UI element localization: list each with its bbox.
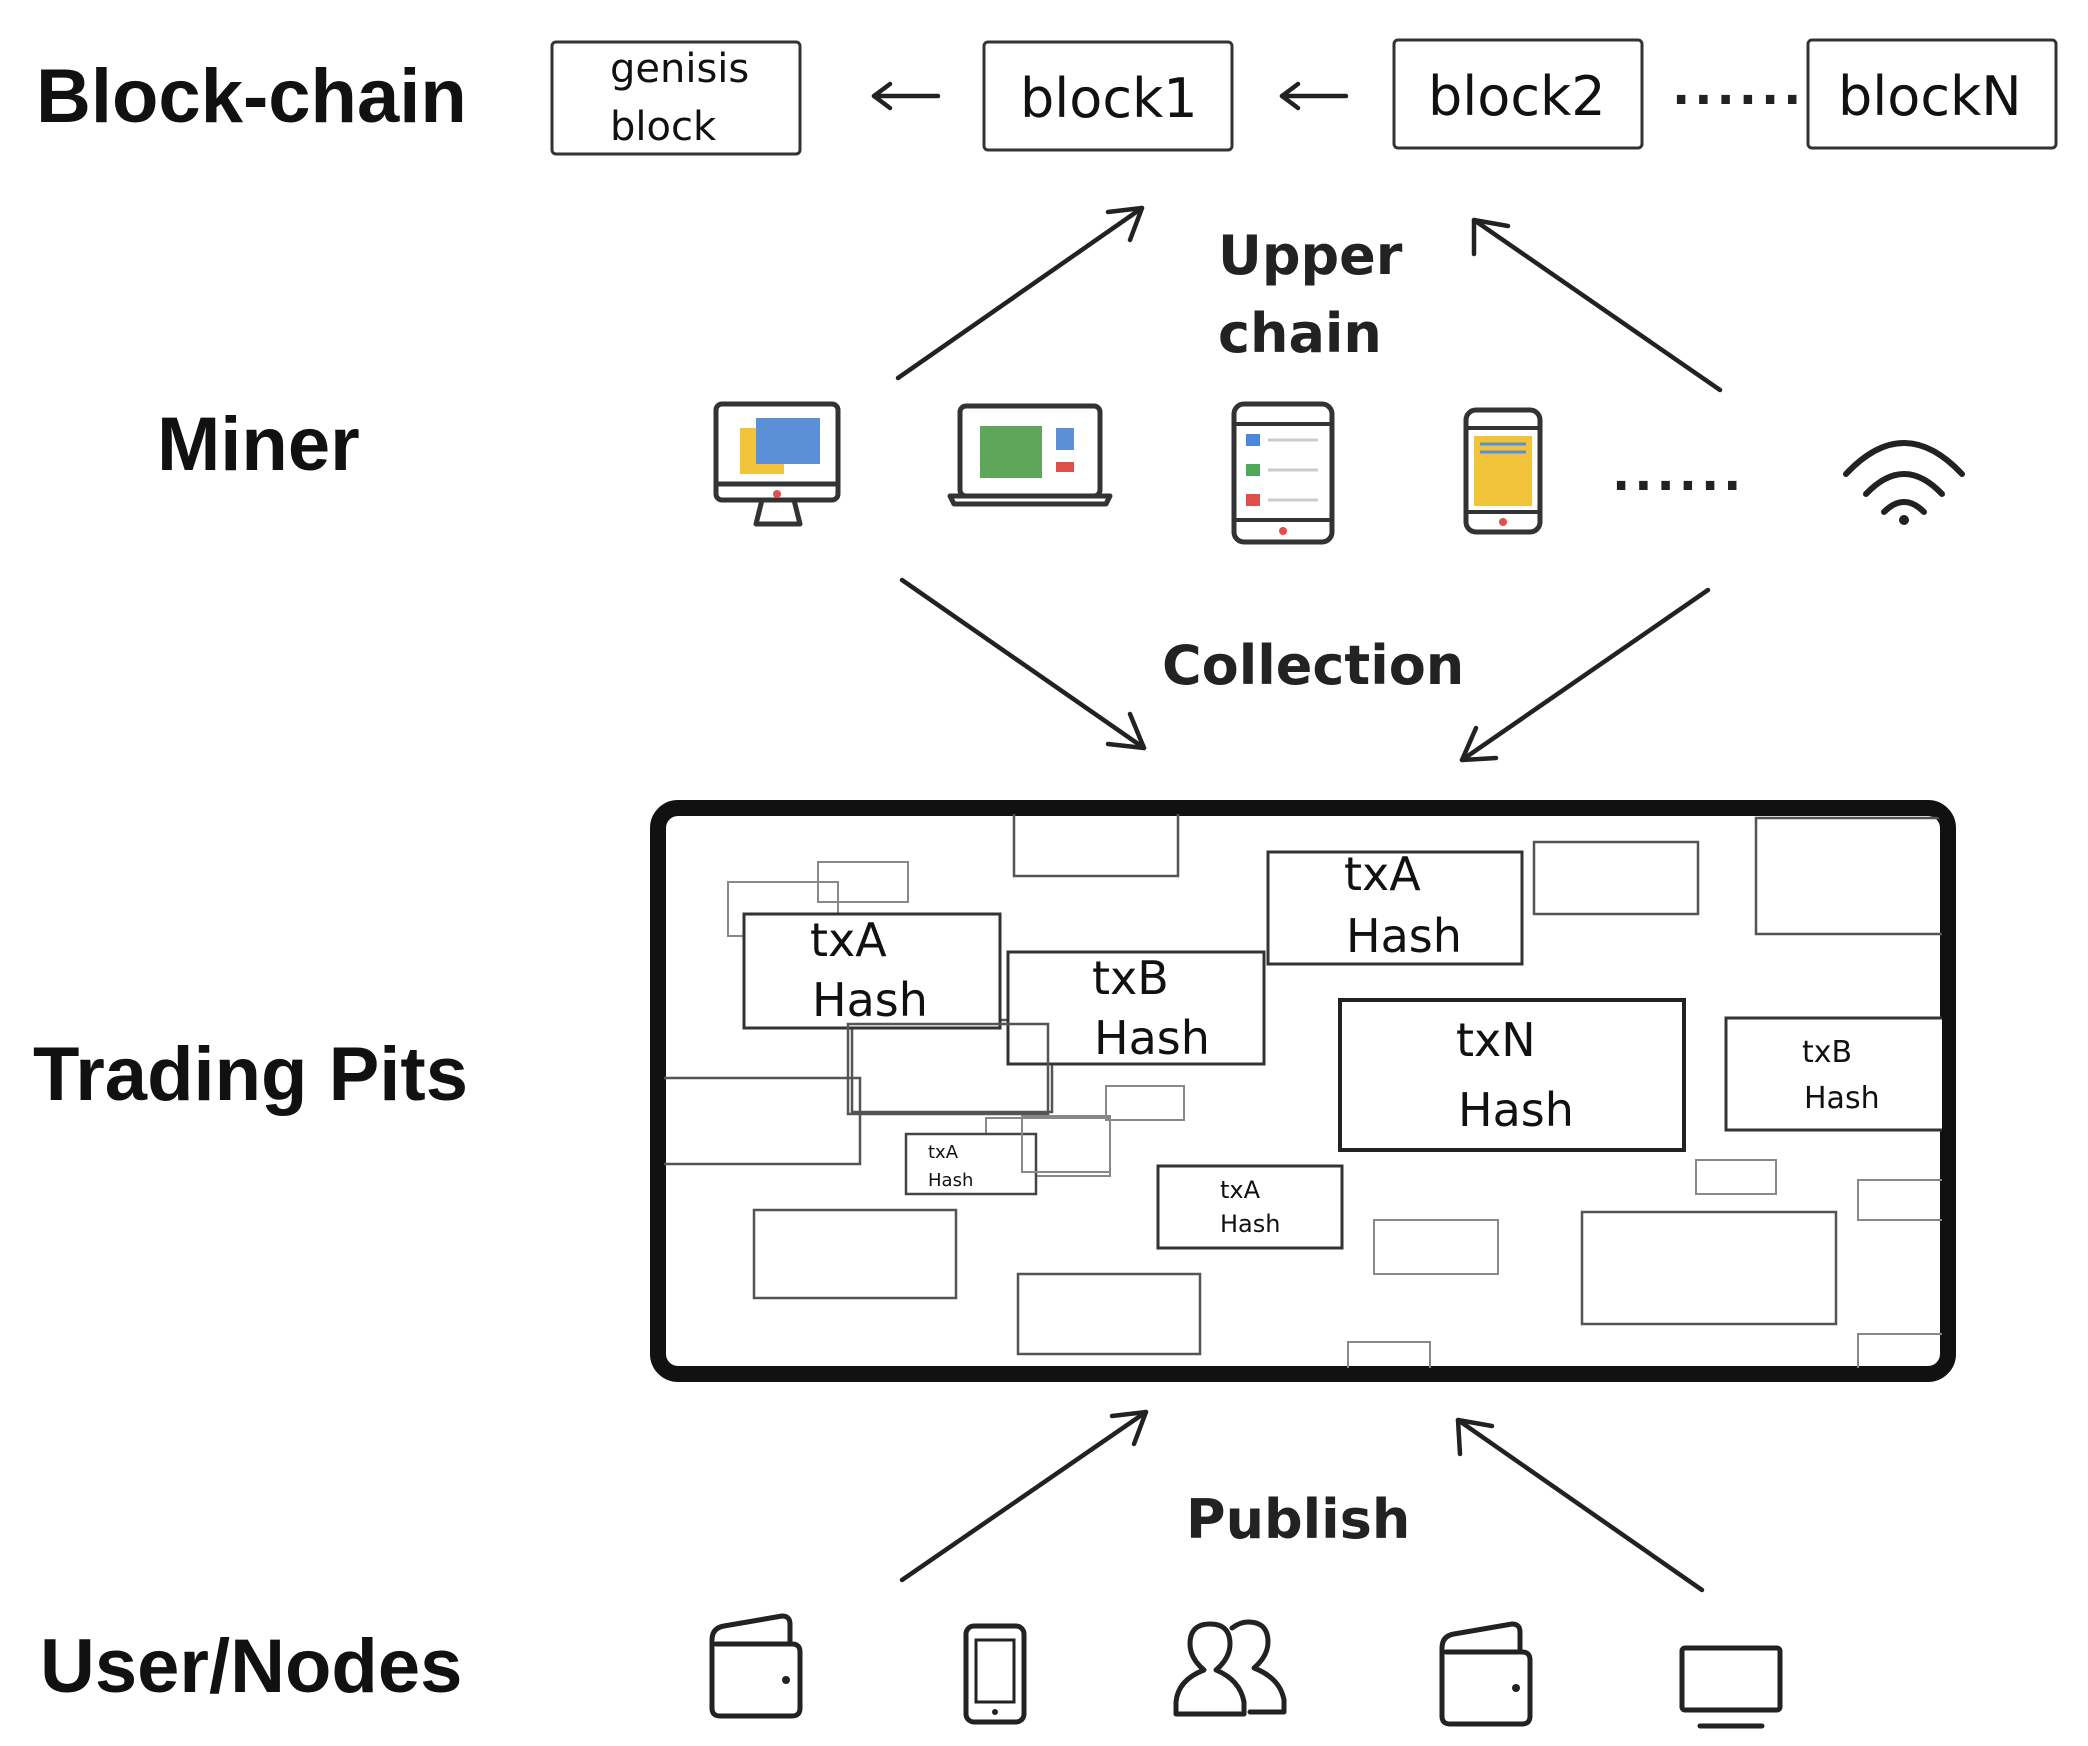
tx-id: txN — [1456, 1013, 1536, 1067]
upper-chain-label-line2: chain — [1218, 302, 1382, 365]
empty-tx-slot — [1347, 1341, 1431, 1368]
empty-tx-slot — [1532, 840, 1700, 916]
tx-box: txA Hash — [742, 912, 1002, 1030]
tx-id: txA — [810, 913, 887, 967]
tx-hash: Hash — [1094, 1011, 1210, 1065]
laptop-icon — [947, 403, 1113, 507]
empty-tx-slot — [752, 1208, 958, 1300]
tx-id: txA — [1220, 1176, 1261, 1204]
tablet-icon — [1231, 401, 1335, 545]
empty-tx-slot — [1012, 814, 1180, 878]
collection-arrow-left — [899, 577, 1147, 751]
upper-chain-label-line1: Upper — [1218, 224, 1403, 287]
block-chain: genisis block block1 block2 ...... block… — [550, 38, 2058, 156]
monitor-icon — [1679, 1645, 1783, 1729]
tx-hash: Hash — [1804, 1081, 1880, 1116]
wallet-icon — [709, 1613, 803, 1719]
tx-hash: Hash — [1458, 1083, 1574, 1137]
desktop-icon — [713, 401, 841, 527]
empty-tx-slot — [1016, 1272, 1202, 1356]
upper-chain-arrow-left — [895, 205, 1145, 381]
miner-ellipsis: ...... — [1612, 446, 1745, 502]
empty-tx-slot — [1857, 1179, 1942, 1221]
tx-id: txB — [1802, 1035, 1852, 1070]
chain-arrow-1 — [871, 81, 941, 111]
tx-hash: Hash — [812, 973, 928, 1027]
empty-tx-slot — [1105, 1085, 1185, 1121]
row-label-trading-pits: Trading Pits — [33, 1032, 468, 1117]
tx-box: txA Hash — [1156, 1164, 1344, 1250]
block-1-label: block1 — [1020, 67, 1198, 130]
block-n: blockN — [1806, 38, 2058, 150]
trading-pits-pool: txA Hash txB Hash txA Hash txN Hash txB — [650, 800, 1956, 1382]
genesis-block: genisis block — [550, 40, 802, 156]
tx-hash: Hash — [1346, 909, 1462, 963]
tx-id: txA — [928, 1142, 959, 1163]
empty-tx-slot — [1695, 1159, 1777, 1195]
genesis-block-label-line1: genisis — [610, 46, 749, 92]
publish-arrow-left — [899, 1409, 1149, 1583]
publish-arrow-right — [1455, 1417, 1705, 1593]
chain-ellipsis: ...... — [1672, 60, 1805, 116]
block-n-label: blockN — [1838, 65, 2022, 128]
empty-tx-slot — [1021, 1115, 1111, 1173]
empty-tx-slot — [664, 1076, 862, 1166]
empty-tx-slot — [1857, 1333, 1942, 1368]
empty-tx-slot — [1754, 816, 1942, 936]
tx-id: txA — [1344, 847, 1421, 901]
users-icon — [1173, 1619, 1287, 1717]
tx-id: txB — [1092, 951, 1169, 1005]
wallet-icon — [1439, 1621, 1533, 1727]
empty-tx-slot — [817, 861, 909, 903]
upper-chain-arrow-right — [1471, 217, 1723, 393]
block-2-label: block2 — [1428, 65, 1606, 128]
tx-box: txB Hash — [1724, 1016, 1942, 1132]
collection-label: Collection — [1162, 634, 1464, 697]
empty-tx-slot — [846, 1022, 1050, 1116]
tx-hash: Hash — [1220, 1210, 1280, 1238]
block-1: block1 — [982, 40, 1234, 152]
phone-icon — [1463, 407, 1543, 535]
tx-box: txA Hash — [1266, 847, 1524, 966]
tx-box: txA Hash — [904, 1132, 1038, 1196]
tx-box: txB Hash — [1006, 950, 1266, 1066]
row-label-miner: Miner — [157, 402, 360, 487]
tx-hash: Hash — [928, 1170, 973, 1191]
empty-tx-slot — [1580, 1210, 1838, 1326]
collection-arrow-right — [1459, 587, 1711, 763]
block-2: block2 — [1392, 38, 1644, 150]
publish-label: Publish — [1186, 1488, 1410, 1551]
wifi-icon — [1843, 440, 1965, 525]
genesis-block-label-line2: block — [610, 104, 717, 150]
chain-arrow-2 — [1279, 81, 1349, 111]
row-label-user-nodes: User/Nodes — [40, 1624, 462, 1709]
row-label-blockchain: Block-chain — [36, 54, 467, 139]
empty-tx-slot — [1373, 1219, 1499, 1275]
tx-box: txN Hash — [1338, 998, 1686, 1152]
phone-icon — [963, 1623, 1027, 1725]
